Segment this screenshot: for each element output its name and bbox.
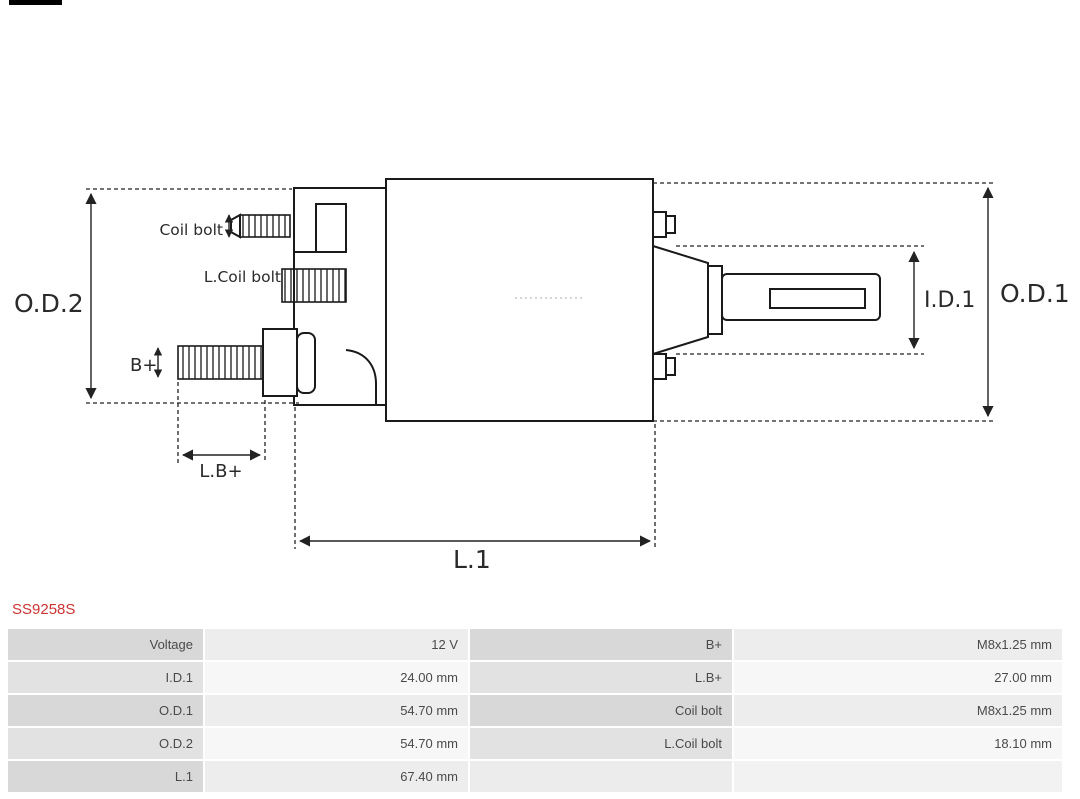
spec-label xyxy=(470,761,732,792)
spec-value: 67.40 mm xyxy=(205,761,468,792)
l1-label: L.1 xyxy=(453,545,491,574)
spec-label: O.D.2 xyxy=(8,728,203,759)
spec-label: O.D.1 xyxy=(8,695,203,726)
right-stud-bottom-tip xyxy=(665,357,676,376)
dimension-extension-lines xyxy=(86,182,994,549)
spec-value: M8x1.25 mm xyxy=(734,695,1062,726)
spec-table: Voltage 12 V B+ M8x1.25 mm I.D.1 24.00 m… xyxy=(8,629,1062,792)
flange-top-step xyxy=(315,203,347,253)
spec-label: B+ xyxy=(470,629,732,660)
od1-label: O.D.1 xyxy=(1000,279,1070,308)
solenoid-body-group xyxy=(177,178,881,422)
spec-label: L.B+ xyxy=(470,662,732,693)
spec-value: 12 V xyxy=(205,629,468,660)
right-stud-top xyxy=(652,211,667,238)
id1-label: I.D.1 xyxy=(924,288,975,313)
spec-label: I.D.1 xyxy=(8,662,203,693)
spec-value: 54.70 mm xyxy=(205,695,468,726)
bplus-label: B+ xyxy=(130,355,157,376)
dimension-arrows xyxy=(85,186,994,547)
bplus-bolt-thread xyxy=(177,345,264,380)
spec-label: L.1 xyxy=(8,761,203,792)
spec-label: L.Coil bolt xyxy=(470,728,732,759)
plunger-collar xyxy=(707,265,723,335)
coil-bushing-thread xyxy=(281,268,347,303)
part-number: SS9258S xyxy=(12,601,76,618)
lb-label: L.B+ xyxy=(199,461,242,482)
plunger-cone xyxy=(652,244,709,356)
coil-bolt-thread xyxy=(239,214,291,238)
bplus-nut xyxy=(262,328,298,397)
bplus-washer xyxy=(296,332,316,394)
plunger-slot xyxy=(769,288,866,309)
spec-value: 24.00 mm xyxy=(205,662,468,693)
top-left-artifact xyxy=(9,0,62,5)
coil-bolt-tip xyxy=(230,213,241,239)
right-stud-top-tip xyxy=(665,215,676,234)
spec-value: 27.00 mm xyxy=(734,662,1062,693)
flange-arc-detail xyxy=(345,349,377,405)
coil-bolt-label: Coil bolt xyxy=(159,221,223,239)
spec-value: 18.10 mm xyxy=(734,728,1062,759)
right-stud-bottom xyxy=(652,353,667,380)
solenoid-main-body xyxy=(385,178,654,422)
solenoid-diagram: O.D.2 O.D.1 I.D.1 L.1 L.B+ B+ Coil bolt … xyxy=(14,178,1070,574)
spec-label: Coil bolt xyxy=(470,695,732,726)
spec-label: Voltage xyxy=(8,629,203,660)
spec-value xyxy=(734,761,1062,792)
od2-label: O.D.2 xyxy=(14,289,84,318)
spec-value: M8x1.25 mm xyxy=(734,629,1062,660)
l-coil-bolt-label: L.Coil bolt xyxy=(204,268,281,286)
spec-value: 54.70 mm xyxy=(205,728,468,759)
